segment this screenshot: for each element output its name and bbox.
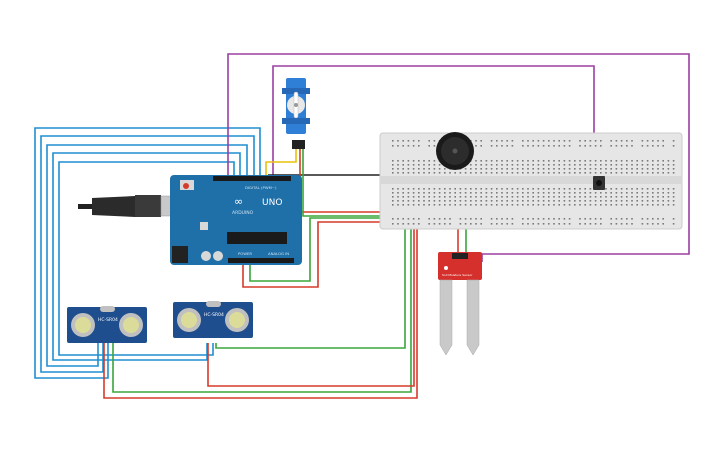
wire-us-left-red [103,225,418,399]
usb-cable [78,195,182,217]
arduino-brand: ARDUINO [232,210,254,216]
wire-blue-1 [34,127,261,379]
arduino-chip [227,232,287,244]
arduino-uno: UNO ∞ ARDUINO DIGITAL (PWM~) POWER ANALO… [170,175,302,265]
wire-blue-4 [52,152,241,361]
wire-blue-2 [40,135,255,373]
arduino-power-label: POWER [238,251,252,256]
servo-motor [282,78,310,149]
arduino-infinity: ∞ [234,195,243,208]
breadboard [379,132,683,230]
wire-blue-3 [46,144,248,367]
ultrasonic-sensor-right: HC-SR04 [173,301,253,338]
wire-us-left-green [112,225,412,393]
wire-yellow-servo [265,148,297,175]
wire-servo-red [299,148,385,213]
arduino-analog-label: ANALOG IN [268,251,289,256]
ultrasonic-sensor-left: HC-SR04 [67,306,147,343]
push-button [593,176,605,190]
wire-us-right-green [215,225,406,349]
servo-connector [292,140,305,149]
arduino-header-digital [213,176,291,181]
wire-us-right-red [207,225,415,387]
wire-power-red [242,221,430,288]
breadboard-holes [392,140,675,225]
wire-power-green [249,217,400,282]
wire-blue-5 [58,161,235,356]
soil-moisture-sensor: Soil Moisture Sensor [438,252,482,356]
ultrasonic-right-label: HC-SR04 [204,312,224,318]
arduino-header-power [228,258,294,263]
arduino-logo: UNO [262,198,282,208]
soil-sensor-label: Soil Moisture Sensor [442,273,473,277]
piezo-buzzer [436,132,474,170]
arduino-digital-label: DIGITAL (PWM~) [245,185,277,190]
wires [34,53,690,399]
wire-purple-inner [272,65,595,180]
ultrasonic-left-label: HC-SR04 [98,317,118,323]
